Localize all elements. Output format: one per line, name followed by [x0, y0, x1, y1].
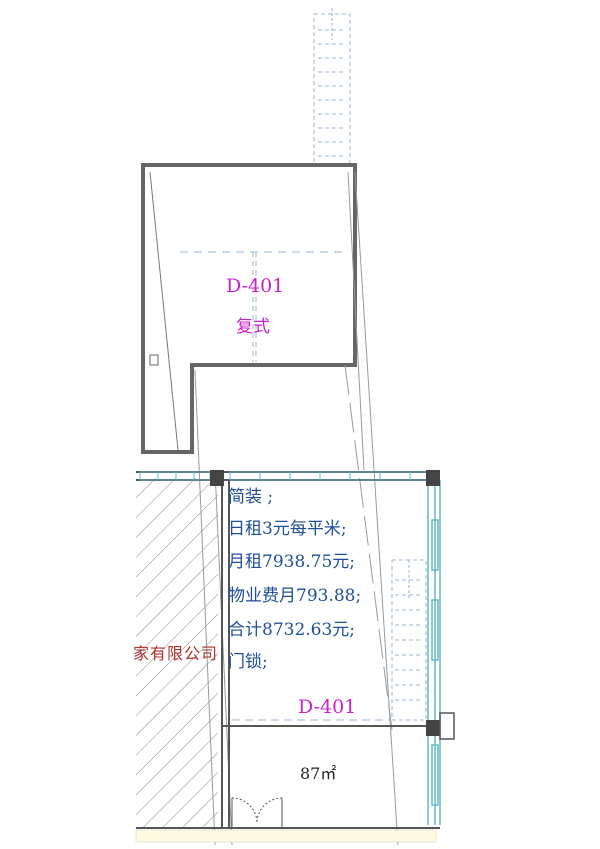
rent-info-line: 日租3元每平米; [228, 519, 347, 539]
neighbor-hatched-area [136, 478, 218, 827]
unit-area: 87㎡ [300, 764, 337, 783]
rent-info-line: 物业费月793.88; [228, 586, 362, 606]
upper-unit-inner-lines [149, 171, 365, 471]
column-top-left [210, 470, 224, 486]
upper-unit-code: D-401 [226, 275, 285, 297]
column-top-right [426, 470, 440, 486]
right-wall-stub [439, 712, 455, 740]
rent-info-line: 月租7938.75元; [228, 552, 356, 572]
upper-unit-type: 复式 [236, 317, 270, 337]
lower-stair [391, 559, 427, 721]
column-bottom-right [426, 720, 440, 736]
rent-info-line: 简装 ; [228, 487, 274, 507]
upper-wall-stub [149, 354, 159, 366]
neighbor-company-name: 家有限公司 [133, 644, 219, 663]
right-window-wall [427, 480, 441, 825]
lower-unit-code: D-401 [298, 696, 357, 718]
entrance-double-door [231, 797, 283, 828]
rent-info-line: 门锁; [228, 652, 268, 672]
upper-stair-shaft [313, 8, 351, 165]
rent-info-line: 合计8732.63元; [228, 620, 356, 640]
diagonal-lines [194, 171, 399, 846]
upper-unit-outline [141, 163, 357, 454]
bottom-corridor-strip [135, 829, 437, 843]
